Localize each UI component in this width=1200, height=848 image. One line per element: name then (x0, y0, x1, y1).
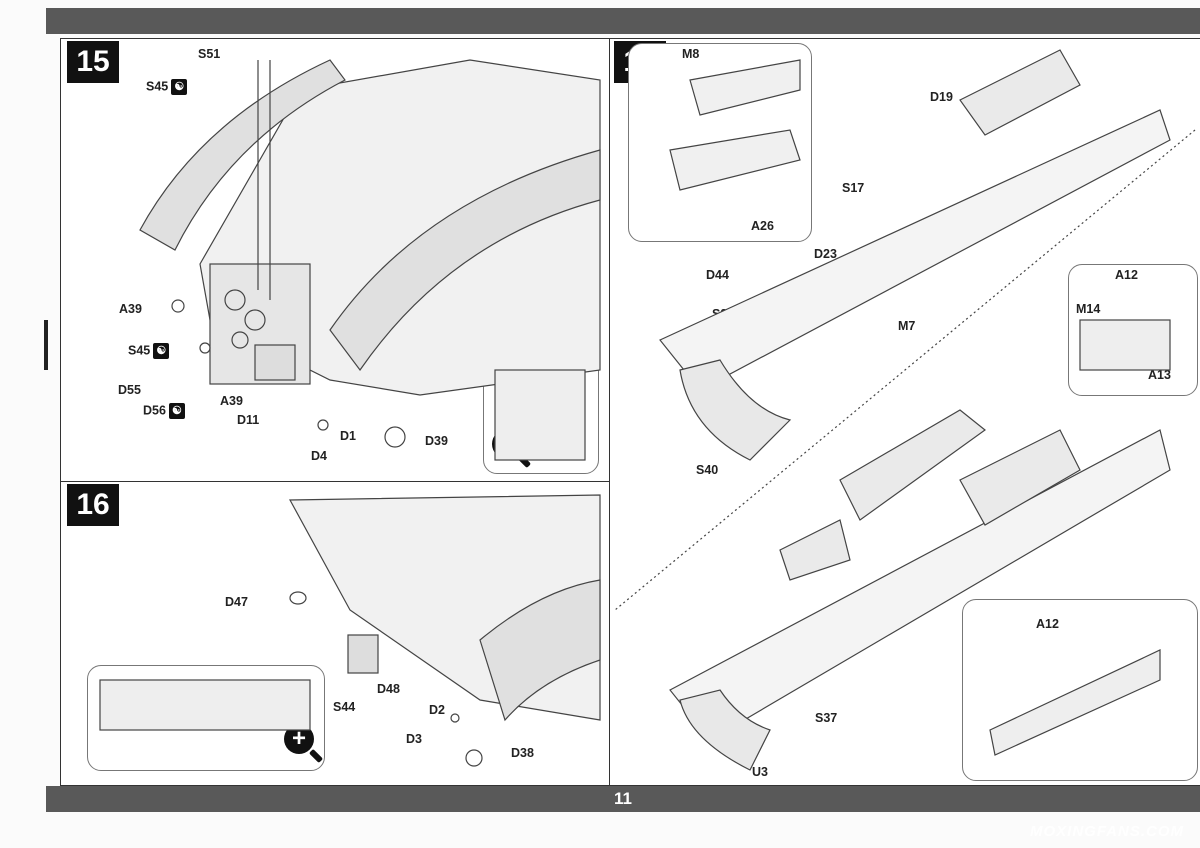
part-label: D47 (225, 595, 248, 609)
part-label: S40 (696, 463, 719, 477)
part-label: D39 (425, 434, 448, 448)
part-label: U3 (752, 765, 768, 779)
part-label: D2 (429, 703, 445, 717)
part-label: D48 (377, 682, 400, 696)
part-label: S45☯ (146, 79, 188, 95)
part-label: A12 (1036, 617, 1059, 631)
yin-yang-icon: ☯ (153, 343, 170, 359)
header-bar (46, 8, 1200, 34)
part-label: S17 (842, 181, 865, 195)
part-label: M14 (1076, 302, 1101, 316)
binding-mark (44, 320, 48, 370)
footer-bar: 11 (46, 786, 1200, 812)
part-label: D3 (406, 732, 422, 746)
part-label: D55 (118, 383, 141, 397)
part-label: D1 (340, 429, 356, 443)
yin-yang-icon: ☯ (171, 79, 188, 95)
part-label: A12 (1115, 268, 1138, 282)
part-label: D4 (311, 449, 327, 463)
step-number-badge: 16 (67, 484, 119, 526)
part-label: D44 (706, 268, 729, 282)
step-number-badge: 15 (67, 41, 119, 83)
part-label: S44 (333, 700, 356, 714)
part-label: A26 (751, 219, 774, 233)
part-label: D38 (511, 746, 534, 760)
part-label: A39 (220, 394, 243, 408)
page-number: 11 (614, 789, 632, 808)
part-label: S45☯ (128, 343, 170, 359)
part-label: S37 (815, 711, 838, 725)
part-label: M7 (898, 319, 916, 333)
part-label: D23 (814, 247, 837, 261)
yin-yang-icon: ☯ (168, 403, 185, 419)
watermark: MOXINGFANS.COM (1029, 823, 1184, 840)
part-label: M8 (682, 47, 700, 61)
part-label: D11 (237, 413, 260, 427)
part-label: D56☯ (143, 403, 185, 419)
part-label: D19 (930, 90, 953, 104)
part-label: S51 (198, 47, 221, 61)
part-label: A39 (119, 302, 142, 316)
part-label: A13 (1148, 368, 1171, 382)
